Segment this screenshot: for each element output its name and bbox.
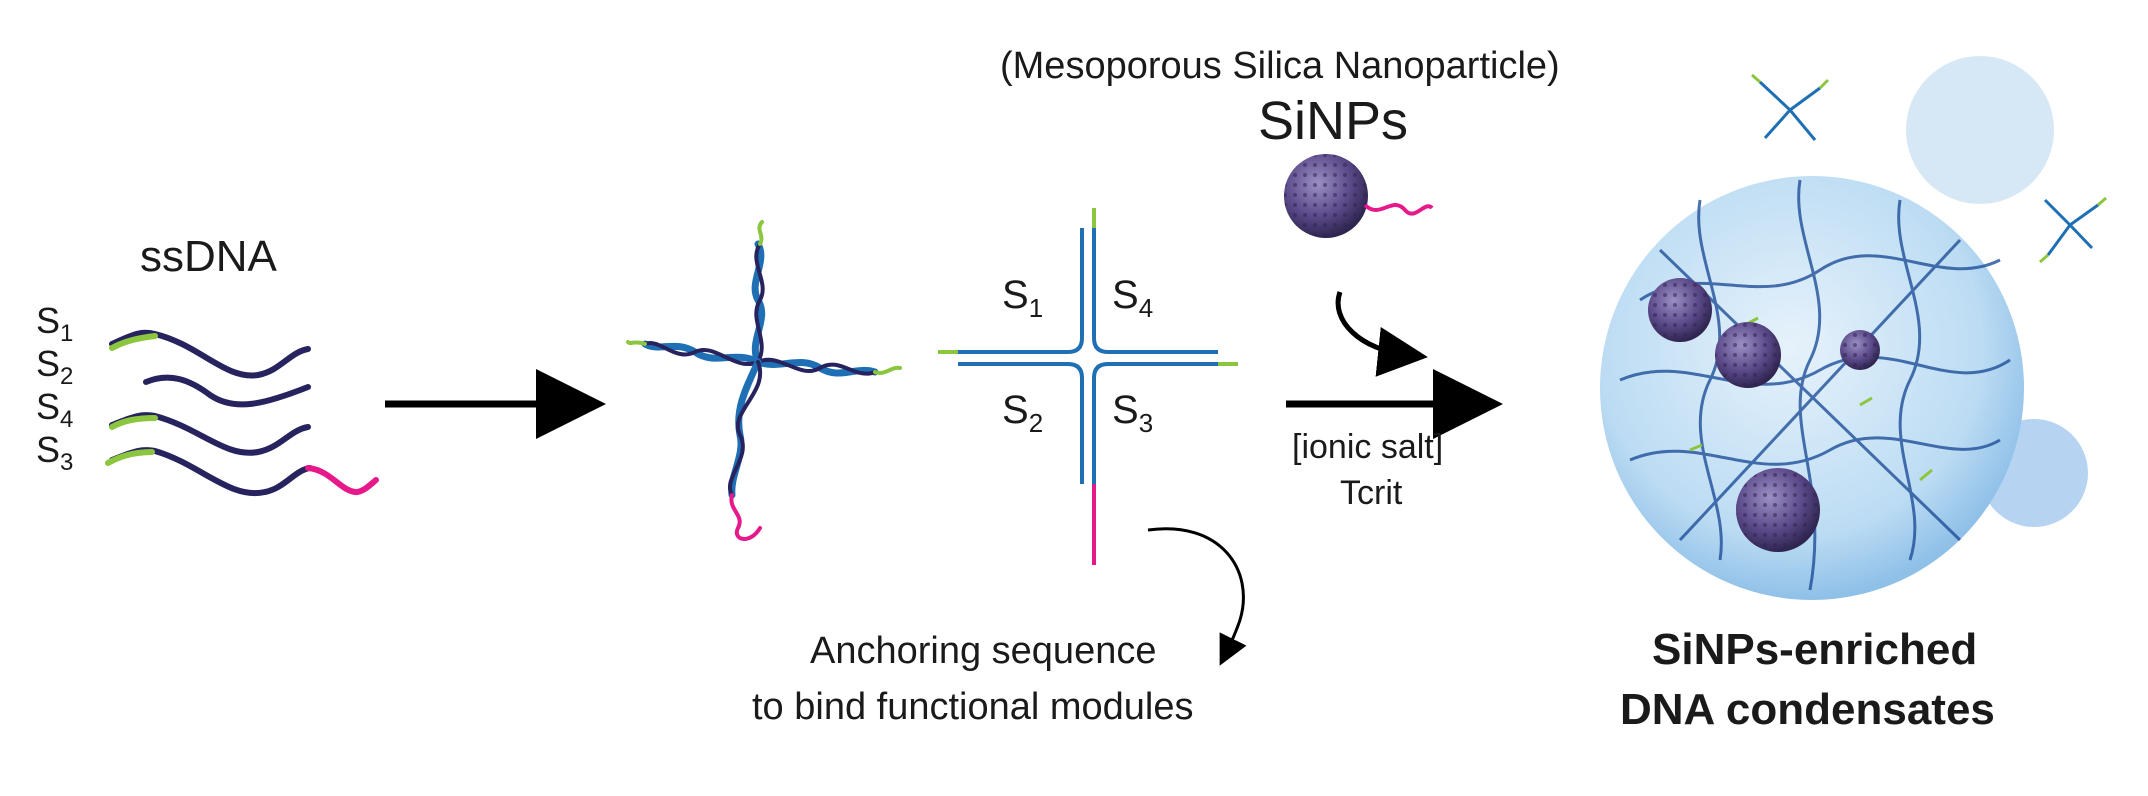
anchor-caption-line1: Anchoring sequence	[810, 630, 1157, 672]
strand-s3-anchor	[305, 465, 379, 496]
strand-label-s1: S1	[36, 300, 74, 348]
strand-label-s2: S2	[36, 343, 74, 391]
quadrant-label-s1: S1	[1002, 273, 1044, 323]
sinp-particle-icon	[1284, 154, 1434, 238]
floating-motif-top	[1751, 73, 1830, 141]
junction-bl	[958, 362, 1084, 484]
quadrant-label-s3: S3	[1112, 388, 1154, 438]
condition-temp: Tcrit	[1340, 474, 1403, 512]
ssdna-label: ssDNA	[140, 232, 277, 281]
strand-s3-sticky	[105, 449, 155, 466]
background-bubble-large	[1906, 56, 2054, 204]
dna-motif-3d	[626, 220, 902, 541]
result-caption-line2: DNA condensates	[1620, 685, 1995, 734]
result-caption-line1: SiNPs-enriched	[1652, 625, 1978, 674]
junction-tl	[958, 228, 1084, 354]
strand-s1	[109, 329, 311, 379]
particle-add-arrow	[1335, 291, 1428, 377]
anchor-caption-line2: to bind functional modules	[752, 686, 1194, 728]
strand-s3	[109, 447, 313, 497]
quadrant-label-s4: S4	[1112, 273, 1154, 323]
condition-salt: [ionic salt]	[1292, 428, 1444, 466]
quadrant-label-s2: S2	[1002, 388, 1044, 438]
strand-s2	[143, 374, 311, 408]
ssdna-strands	[105, 329, 379, 497]
encapsulated-particles	[1648, 278, 1880, 552]
floating-motif-right	[2039, 196, 2107, 264]
junction-tr	[1092, 228, 1218, 354]
junction-schematic	[938, 208, 1238, 565]
strand-s1-sticky	[109, 333, 158, 351]
anchor-pointer-arrow	[1147, 527, 1247, 666]
strand-label-s3: S3	[36, 429, 74, 477]
junction-br	[1092, 362, 1218, 484]
dna-condensate-droplet	[1600, 176, 2024, 600]
strand-s4-sticky	[109, 415, 158, 430]
nanoparticle-abbr: SiNPs	[1258, 91, 1409, 151]
nanoparticle-full-name: (Mesoporous Silica Nanoparticle)	[1000, 45, 1560, 87]
strand-label-s4: S4	[36, 386, 74, 434]
